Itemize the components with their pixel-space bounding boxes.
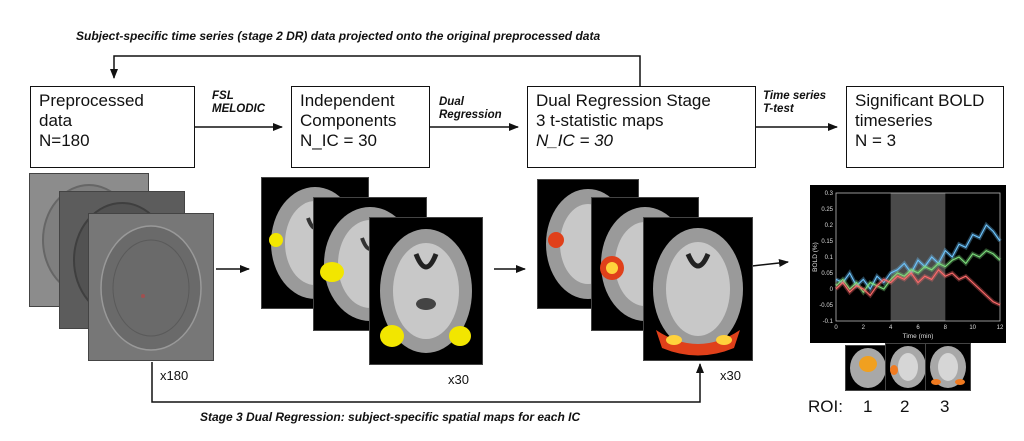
bold-timeseries-chart: 0 2 4 6 8 10 12 -0.1 -0.05 0 0.05 0.1 0.15 0.2 0.25 0.3… (810, 185, 1006, 343)
x-tick-label: 0 (834, 325, 838, 331)
ic-map-3 (370, 218, 482, 364)
bottom-caption: Stage 3 Dual Regression: subject-specifi… (200, 410, 581, 424)
y-tick-label: 0.1 (825, 255, 834, 261)
x-tick-label: 12 (997, 325, 1004, 331)
tstat-map-3 (644, 218, 752, 360)
y-tick-label: 0.2 (825, 223, 834, 229)
preprocessed-slice-3 (89, 214, 213, 360)
count-dr: x30 (720, 368, 741, 383)
y-tick-label: -0.1 (823, 319, 834, 325)
x-tick-label: 10 (969, 325, 976, 331)
box-independent-components: Independent Components N_IC = 30 (291, 86, 430, 168)
y-tick-label: 0.25 (821, 207, 833, 213)
roi-thumb-2 (886, 344, 930, 390)
roi-number-1: 1 (863, 397, 873, 416)
y-tick-label: 0.3 (825, 191, 834, 197)
x-tick-label: 8 (944, 325, 948, 331)
box-dual-regression-stage: Dual Regression Stage 3 t-statistic maps… (527, 86, 756, 168)
feedback-arrow-bottom (151, 362, 704, 403)
feedback-arrow-top (110, 55, 641, 86)
x-tick-label: 2 (862, 325, 866, 331)
stimulus-interval (890, 193, 946, 321)
plot-frame (835, 192, 1001, 322)
series-line-2 (835, 249, 1001, 294)
roi-thumb-3 (926, 344, 970, 390)
arrow-img-3 (751, 259, 789, 267)
y-axis-label: BOLD (%) (812, 242, 819, 272)
roi-label: ROI: (808, 397, 843, 416)
roi-number-3: 3 (940, 397, 950, 416)
x-tick-label: 4 (889, 325, 893, 331)
count-preprocessed: x180 (160, 368, 189, 383)
x-axis-label: Time (min) (903, 333, 934, 340)
series-line-3 (835, 268, 1001, 306)
roi-thumb-1 (846, 346, 890, 390)
y-tick-label: 0 (830, 287, 834, 293)
box-preprocessed: Preprocessed data N=180 (30, 86, 195, 168)
count-ic: x30 (448, 372, 469, 387)
series-line-1 (835, 224, 1001, 291)
y-tick-label: 0.15 (821, 239, 833, 245)
y-tick-label: -0.05 (819, 303, 833, 309)
roi-number-2: 2 (900, 397, 910, 416)
x-tick-label: 6 (916, 325, 920, 331)
y-tick-label: 0.05 (821, 271, 833, 277)
box-significant-bold: Significant BOLD timeseries N = 3 (846, 86, 1004, 168)
top-caption: Subject-specific time series (stage 2 DR… (76, 29, 601, 43)
